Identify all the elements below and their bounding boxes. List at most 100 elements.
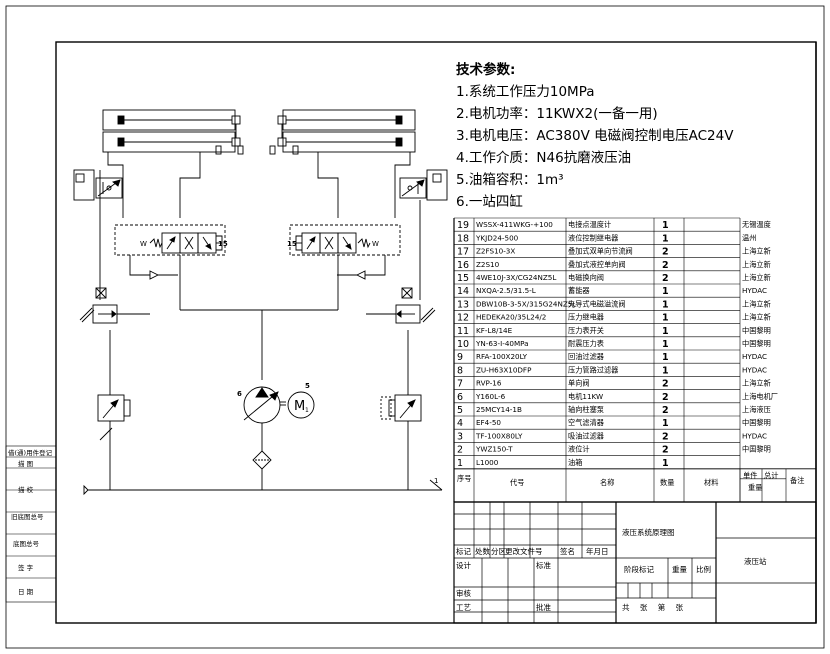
bom-row-name: 液位控制继电器 [568, 233, 618, 242]
check-valve-left [79, 287, 150, 324]
bom-row-remark: 中国黎明 [742, 445, 771, 454]
relief-valve-left [97, 330, 131, 490]
motor-subscript: 1 [305, 407, 309, 414]
bom-row-remark: HYDAC [742, 352, 767, 361]
bom-row-no: 9 [457, 352, 463, 363]
label-motor: 5 [305, 382, 310, 390]
tb-stage-mark: 阶段标记 [624, 564, 654, 574]
bom-row-code: YN-63-I-40MPa [475, 339, 529, 348]
bom-row-qty: 1 [662, 220, 669, 231]
throttle-valve-right [399, 169, 448, 201]
bom-row-qty: 2 [662, 273, 669, 284]
tech-params-heading: 技术参数: [456, 61, 515, 78]
tech-param-4: 4.工作介质：N46抗磨液压油 [456, 150, 631, 166]
side-item-3: 旧底图总号 [11, 512, 44, 521]
bom-row-code: DBW10B-3-5X/315G24NZ5L [476, 299, 576, 308]
tech-param-1: 1.系统工作压力10MPa [456, 84, 595, 100]
bom-row-no: 16 [457, 260, 469, 271]
side-item-1: 描 图 [18, 459, 33, 468]
bom-row-name: 油箱 [568, 458, 582, 467]
bom-row-remark: 上海立新 [742, 313, 771, 322]
bom-header-remark: 备注 [790, 476, 804, 485]
side-column: 借(通)用件登记 描 图 描 校 旧底图总号 底图总号 签 字 日 期 [5, 445, 57, 603]
bom-row-qty: 2 [662, 445, 669, 456]
bom-row-qty: 1 [662, 352, 669, 363]
bom-row-no: 19 [457, 220, 469, 231]
tech-params: 技术参数: 1.系统工作压力10MPa 2.电机功率：11KWX2(一备一用) … [456, 61, 734, 210]
bom-row-no: 13 [457, 299, 469, 310]
bom-row-code: RFA-100X20LY [476, 352, 528, 361]
bom-header-code: 代号 [510, 478, 524, 487]
bom-row-no: 11 [457, 326, 469, 337]
bom-row-remark: 上海立新 [742, 379, 771, 388]
bom-row-code: YWZ150-T [475, 445, 513, 454]
tb-doc-no: 更改文件号 [505, 546, 543, 556]
bom-row-qty: 2 [662, 405, 669, 416]
bom-row-code: L1000 [476, 458, 499, 467]
bom-header-material: 材料 [704, 478, 718, 487]
bom-row-remark: 上海立新 [742, 299, 771, 308]
bom-row-name: 压力继电器 [568, 313, 604, 322]
bom-row-qty: 1 [662, 286, 669, 297]
tb-design: 设计 [456, 560, 471, 570]
bom-row-no: 3 [457, 431, 463, 442]
bom-row-code: 4WE10J-3X/CG24NZ5L [476, 273, 556, 282]
tb-drawing-title: 液压系统原理图 [622, 527, 675, 537]
tb-approve: 批准 [536, 602, 551, 612]
label-valve-right: 15 [287, 240, 297, 248]
bom-row-qty: 1 [662, 326, 669, 337]
bom-row-name: 电磁换向阀 [568, 273, 604, 282]
cylinder-left [102, 109, 244, 155]
bom-row-remark: HYDAC [742, 365, 767, 374]
bom-row-no: 1 [457, 458, 463, 469]
tech-param-3: 3.电机电压：AC380V 电磁阀控制电压AC24V [456, 128, 734, 144]
bom-row-name: 压力管路过滤器 [568, 365, 618, 374]
bom-row-code: ZU-H63X10DFP [476, 365, 532, 374]
check-valve-right [366, 287, 436, 324]
directional-valve-left [114, 224, 226, 280]
relief-valve-right [380, 330, 422, 490]
bom-row-remark: 无锡温度 [742, 220, 771, 229]
bom-row-name: 空气滤清器 [568, 418, 604, 427]
bom-row-no: 17 [457, 247, 469, 258]
tb-scale: 比例 [696, 564, 711, 574]
bom-header-unit-weight: 单件 [743, 471, 757, 480]
bom-row-code: 25MCY14-1B [476, 405, 522, 414]
bom-row-remark: HYDAC [742, 286, 767, 295]
tb-review: 审核 [456, 588, 471, 598]
tb-date: 年月日 [586, 546, 609, 556]
bom-row-remark: 中国黎明 [742, 326, 771, 335]
bom-row-name: 电接点温度计 [568, 220, 611, 229]
bom-row-name: 吸油过滤器 [568, 431, 604, 440]
bom-row-no: 7 [457, 379, 463, 390]
title-block-text: 标记 处数 分区 更改文件号 签名 年月日 设计 标准 审核 工艺 批准 液压系… [456, 527, 767, 612]
bom-row-remark: 中国黎明 [742, 418, 771, 427]
tb-total-sheets: 共 张 第 张 [622, 602, 687, 612]
bom-row-name: 单向阀 [568, 379, 590, 388]
bom-row-code: HEDEKA20/35L24/2 [476, 313, 546, 322]
bom-row-code: Y160L-6 [475, 392, 506, 401]
bom-row-code: TF-100X80LY [475, 431, 523, 440]
bom-row-name: 先导式电磁溢流阀 [568, 299, 626, 308]
bom-row-no: 2 [457, 445, 463, 456]
title-block [453, 501, 817, 624]
bom-row-no: 8 [457, 365, 463, 376]
bom-row-name: 叠加式双单向节流阀 [568, 247, 633, 256]
hydraulic-schematic [73, 109, 448, 496]
side-item-5: 签 字 [18, 563, 34, 572]
bom-row-qty: 1 [662, 339, 669, 350]
bom-row-qty: 1 [662, 313, 669, 324]
motor-symbol: M [294, 399, 305, 414]
bom-row-no: 5 [457, 405, 463, 416]
motor [287, 391, 315, 419]
schematic-labels: 15 15 W W 6 5 M 1 1 [140, 240, 438, 485]
bom-row-remark: 温州 [742, 233, 756, 242]
bom-row-code: NXQA-2.5/31.5-L [476, 286, 536, 295]
bom-header-no: 序号 [457, 474, 471, 483]
label-tank: 1 [434, 477, 438, 485]
directional-valve-right [289, 224, 401, 280]
bom-row-remark: 上海液压 [742, 405, 771, 414]
bom-row-remark: HYDAC [742, 431, 767, 440]
bom-row-remark: 上海立新 [742, 260, 771, 269]
